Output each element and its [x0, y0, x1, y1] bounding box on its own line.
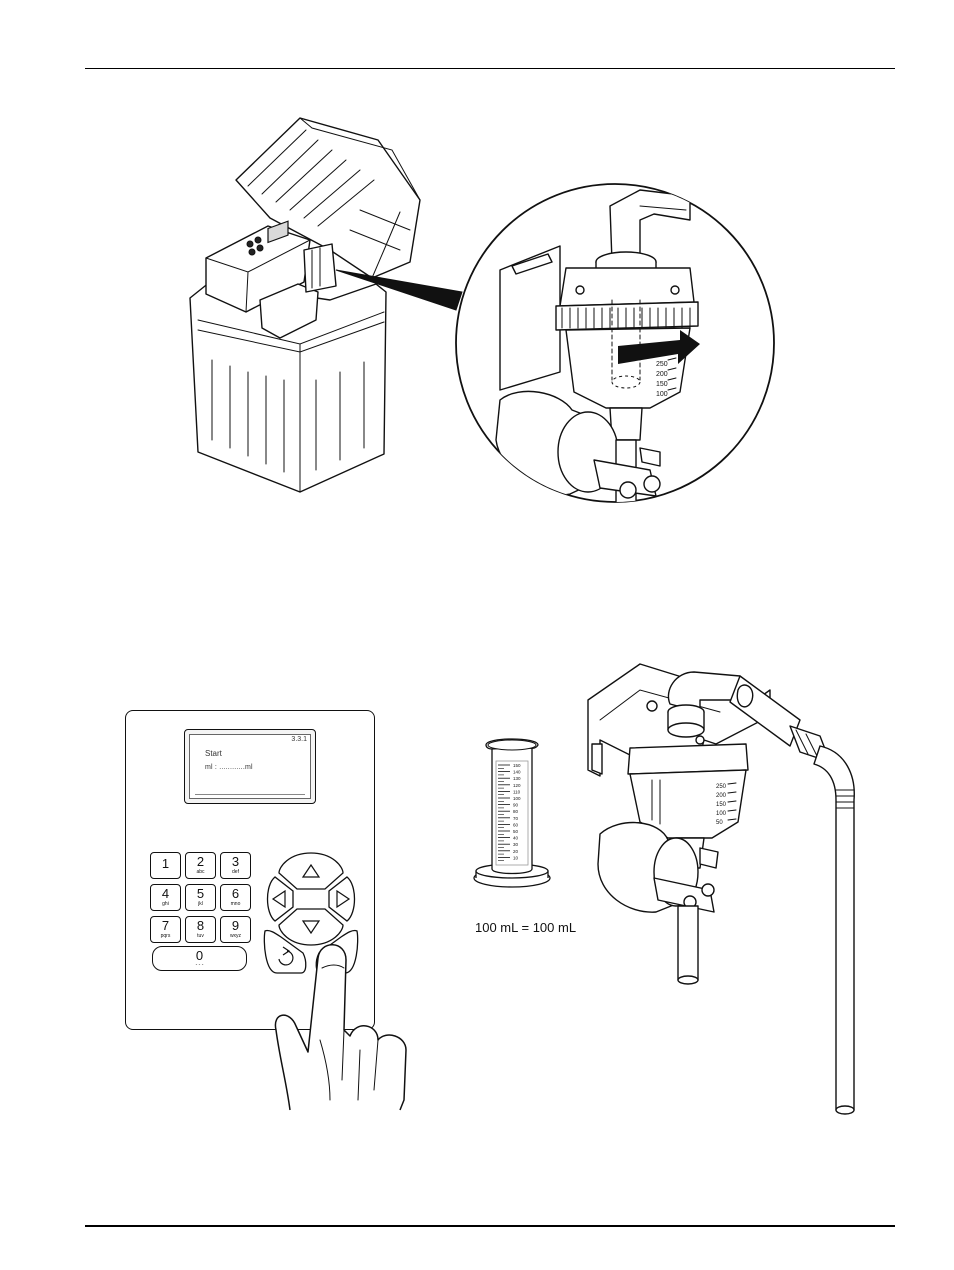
bowl-scale: 250 200 150 100 50 — [716, 782, 737, 826]
key-3[interactable]: 3 def — [220, 852, 251, 879]
arrow-up-icon — [301, 863, 321, 878]
key-letters: ghi — [162, 901, 169, 907]
display-screen: 3.3.1 Start ml : ............ml — [184, 729, 316, 804]
cylinder-scale-label: 20 — [513, 849, 519, 854]
header-rule — [85, 68, 895, 69]
cylinder-scale-label: 140 — [513, 770, 521, 775]
bowl-scale-mark: 250 — [656, 361, 668, 368]
key-digit: 6 — [231, 886, 240, 901]
key-7[interactable]: 7 pqrs — [150, 916, 181, 943]
arrow-up-button[interactable] — [278, 852, 344, 890]
key-digit: 7 — [161, 918, 170, 933]
key-digit: 0 — [195, 948, 204, 963]
key-digit: 4 — [161, 886, 170, 901]
arrow-down-button[interactable] — [278, 908, 344, 946]
cylinder-scale-label: 50 — [513, 829, 519, 834]
back-button[interactable] — [263, 929, 307, 974]
bowl-scale-mark: 100 — [716, 811, 727, 817]
cylinder-scale-label: 10 — [513, 855, 519, 860]
numeric-keypad: 1 2 abc 3 def 4 ghi 5 jkl 6 mno 7 pqrs 8 — [150, 852, 252, 971]
key-digit: 9 — [231, 918, 240, 933]
cylinder-scale-label: 30 — [513, 842, 519, 847]
arrow-left-button[interactable] — [266, 876, 294, 922]
controller-panel: 3.3.1 Start ml : ............ml 1 2 abc … — [125, 710, 375, 1030]
key-letters: def — [232, 869, 239, 875]
key-digit: 3 — [231, 854, 240, 869]
key-8[interactable]: 8 tuv — [185, 916, 216, 943]
cylinder-scale-label: 60 — [513, 822, 519, 827]
callout-wedge — [335, 269, 463, 311]
key-digit: 8 — [196, 918, 205, 933]
key-letters: mno — [230, 901, 241, 907]
volume-equation: 100 mL = 100 mL — [475, 920, 577, 935]
cylinder-scale-label: 130 — [513, 776, 521, 781]
key-letters: - - - — [195, 962, 204, 968]
arrow-left-icon — [271, 889, 286, 909]
rotate-arrow-icon — [618, 330, 700, 364]
bowl-scale-mark: 50 — [716, 820, 723, 826]
bowl-scale-mark: 200 — [656, 371, 668, 378]
key-digit: 5 — [196, 886, 205, 901]
cylinder-scale-label: 100 — [513, 796, 521, 801]
menu-code: 3.3.1 — [291, 736, 307, 743]
bowl-scale: 250 200 150 100 — [656, 357, 677, 398]
key-6[interactable]: 6 mno — [220, 884, 251, 911]
cylinder-scale-label: 150 — [513, 763, 521, 768]
back-arrow-icon — [278, 950, 294, 966]
key-5[interactable]: 5 jkl — [185, 884, 216, 911]
key-digit: 1 — [161, 856, 170, 871]
cylinder-scale-label: 90 — [513, 803, 519, 808]
sampler-lid — [235, 117, 421, 279]
arrow-right-button[interactable] — [328, 876, 356, 922]
key-1[interactable]: 1 — [150, 852, 181, 879]
pump-unit — [259, 243, 337, 339]
key-digit: 2 — [196, 854, 205, 869]
cylinder-scale-label: 40 — [513, 836, 519, 841]
key-letters: tuv — [197, 933, 204, 939]
display-line-2: ml : ............ml — [205, 764, 253, 771]
arrow-right-icon — [336, 889, 351, 909]
key-0[interactable]: 0 - - - — [152, 946, 247, 971]
key-letters: pqrs — [160, 933, 171, 939]
key-letters: jkl — [198, 901, 203, 907]
footer-rule — [85, 1225, 895, 1227]
key-9[interactable]: 9 wxyz — [220, 916, 251, 943]
bowl-scale-mark: 200 — [716, 793, 727, 799]
cylinder-scale-label: 120 — [513, 783, 521, 788]
bowl-scale-mark: 100 — [656, 391, 668, 398]
display-line-1: Start — [205, 749, 222, 758]
key-4[interactable]: 4 ghi — [150, 884, 181, 911]
bowl-scale-mark: 150 — [656, 381, 668, 388]
key-letters: abc — [196, 869, 205, 875]
key-letters: wxyz — [229, 933, 242, 939]
bowl-scale-mark: 150 — [716, 802, 727, 808]
bowl-scale-mark: 250 — [716, 784, 727, 790]
arrow-down-icon — [301, 920, 321, 935]
sampler-body — [189, 281, 387, 493]
cylinder-scale-label: 110 — [513, 789, 521, 794]
key-2[interactable]: 2 abc — [185, 852, 216, 879]
cylinder-scale-label: 70 — [513, 816, 519, 821]
cylinder-scale-label: 80 — [513, 809, 519, 814]
